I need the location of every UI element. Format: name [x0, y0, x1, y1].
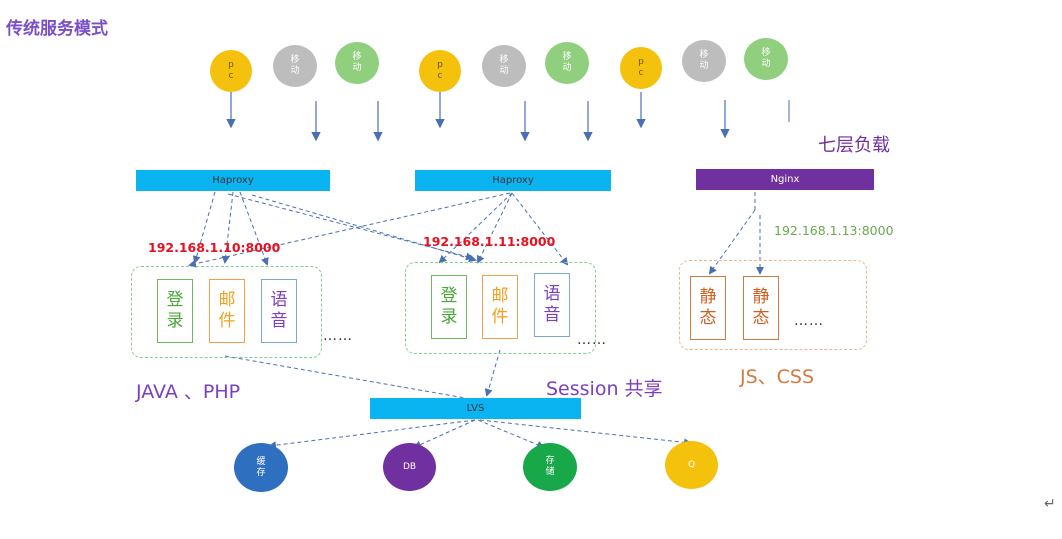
nginx-bar: Nginx [696, 169, 874, 190]
return-mark: ↵ [1044, 496, 1056, 512]
service-cluster-2 [405, 262, 596, 354]
static-resource: 静态 [743, 276, 779, 340]
service-cluster-1 [131, 266, 322, 358]
more-dots: …… [323, 328, 353, 344]
service-login: 登录 [431, 275, 467, 339]
queue-icon: Q [665, 441, 718, 489]
service-mail: 邮件 [209, 279, 245, 343]
client-mobile-icon: 移动 [744, 38, 788, 80]
client-mobile-icon: 移动 [682, 40, 726, 82]
client-mobile-icon: 移动 [273, 45, 317, 87]
ip-label-1: 192.168.1.10:8000 [148, 240, 281, 255]
layer7-label: 七层负载 [818, 135, 890, 156]
ip-label-2: 192.168.1.11:8000 [423, 234, 556, 249]
static-files-label: JS、CSS [740, 366, 815, 388]
service-login: 登录 [157, 279, 193, 343]
lvs-bar: LVS [370, 398, 581, 419]
ip-label-3: 192.168.1.13:8000 [774, 223, 894, 238]
service-voice: 语音 [534, 273, 570, 337]
haproxy-bar-1: Haproxy [136, 170, 330, 191]
cache-icon: 缓存 [234, 443, 288, 492]
static-cluster [679, 260, 867, 350]
haproxy-bar-2: Haproxy [415, 170, 611, 191]
page-title: 传统服务模式 [6, 19, 108, 39]
static-resource: 静态 [690, 276, 726, 340]
more-dots: …… [577, 332, 607, 348]
storage-icon: 存储 [523, 443, 577, 491]
database-icon: DB [383, 443, 436, 491]
session-label: Session 共享 [546, 378, 663, 400]
language-label: JAVA 、PHP [136, 381, 241, 403]
client-mobile-icon: 移动 [335, 42, 379, 84]
service-voice: 语音 [261, 279, 297, 343]
more-dots: …… [794, 313, 824, 329]
service-mail: 邮件 [482, 275, 518, 339]
client-mobile-icon: 移动 [545, 42, 589, 84]
client-mobile-icon: 移动 [482, 45, 526, 87]
